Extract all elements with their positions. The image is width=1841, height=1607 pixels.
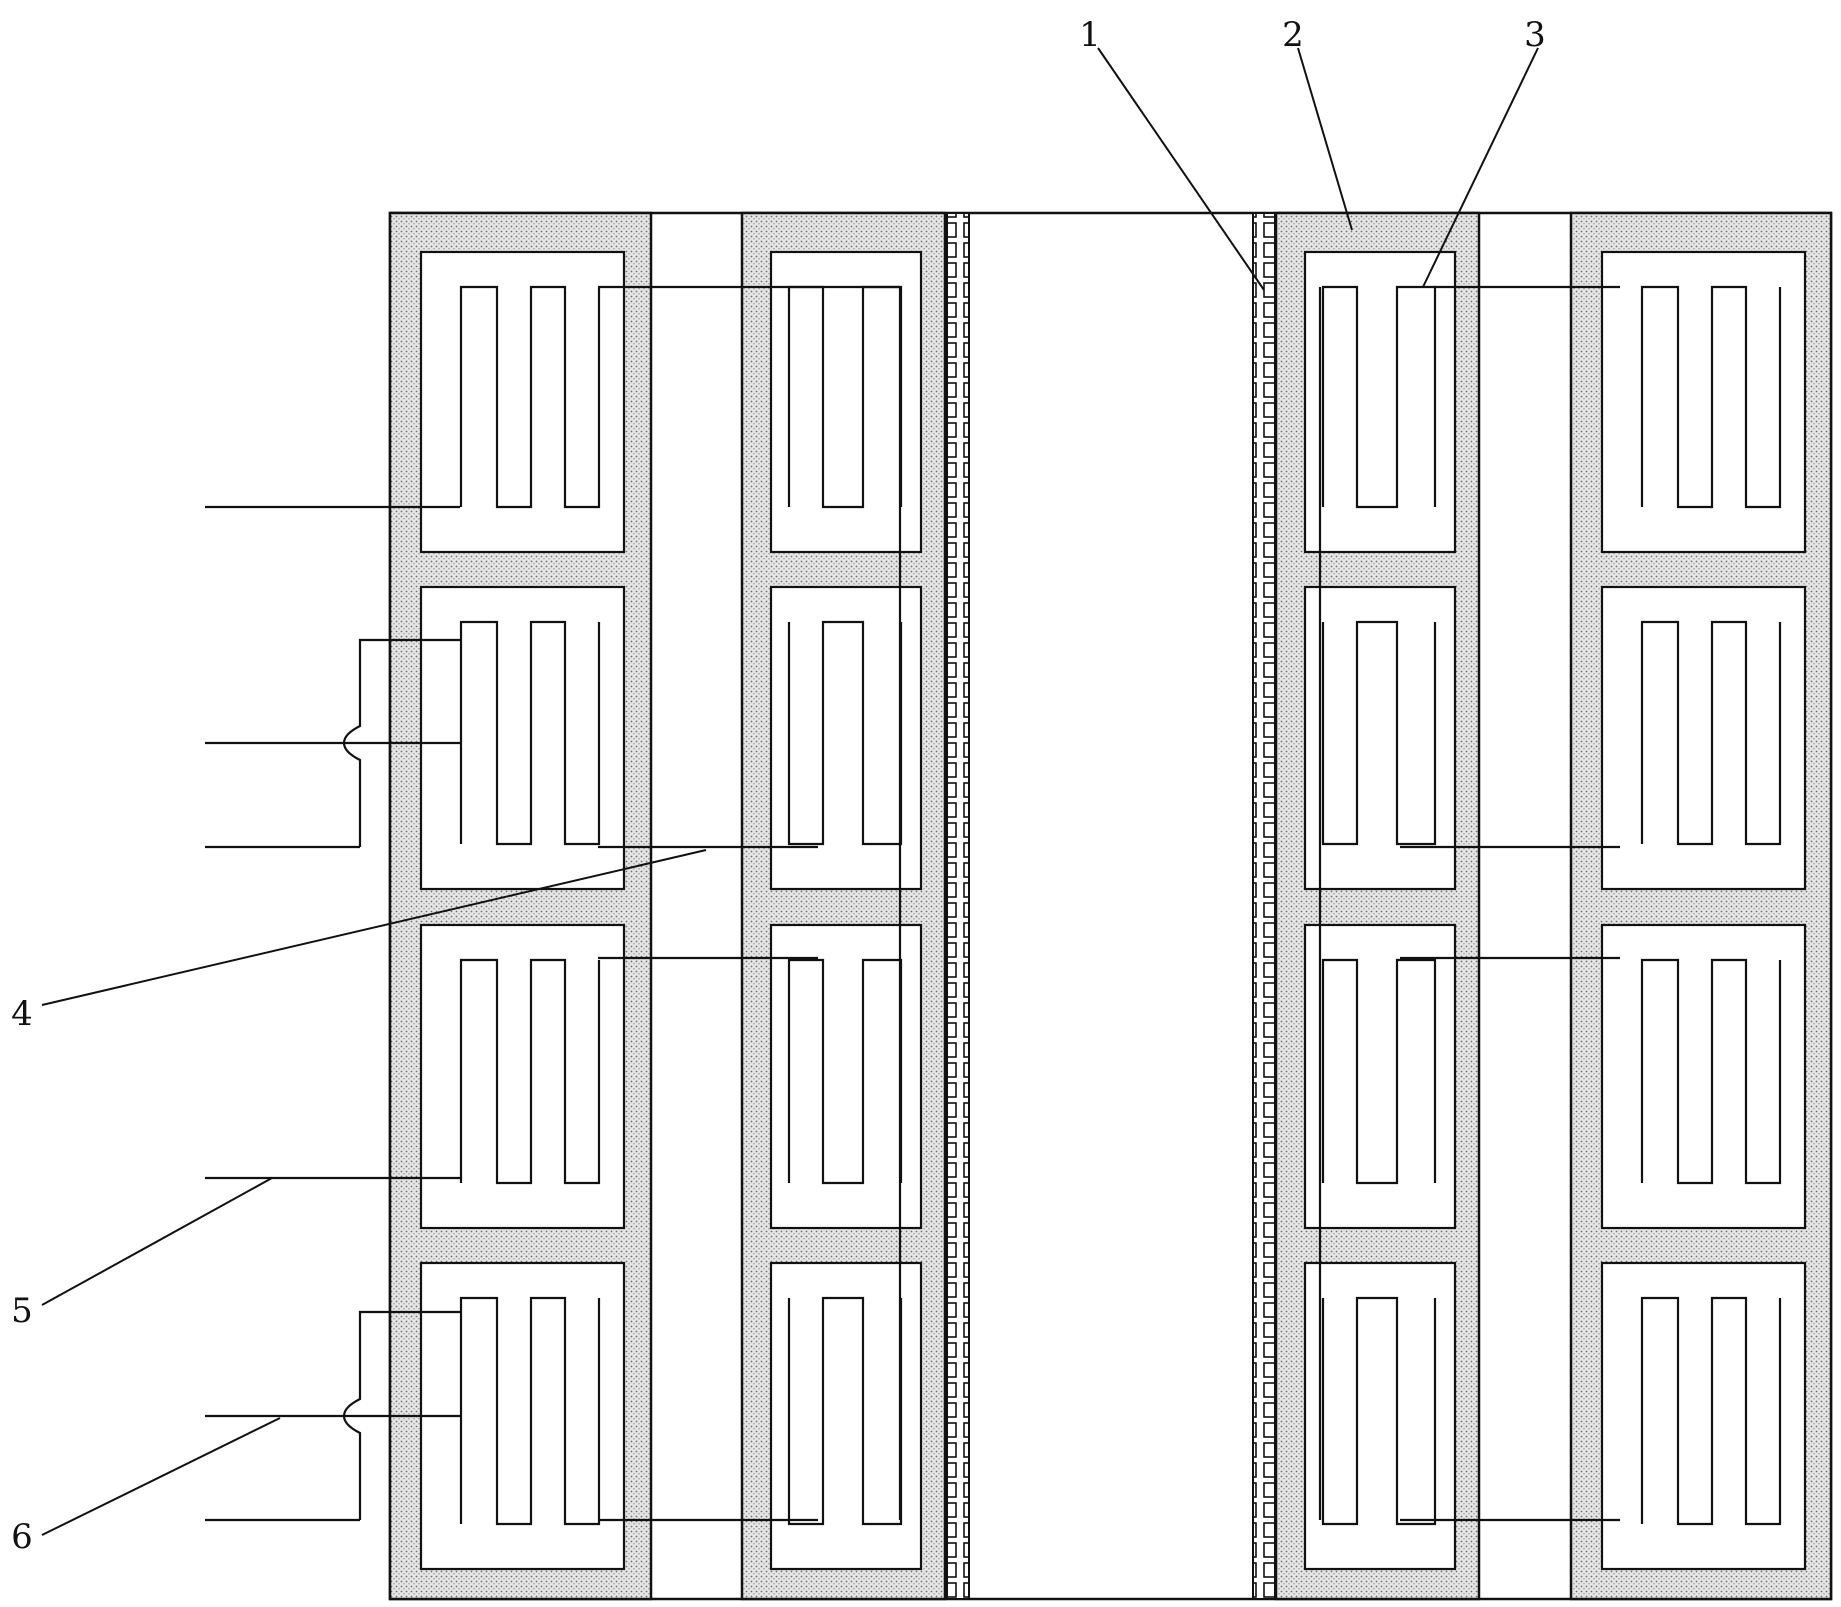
electrodes (459, 285, 1782, 1526)
electrode-u-r4-c2 (787, 1296, 903, 1526)
electrode-comb-r1-c4 (1640, 285, 1782, 509)
cell-r2-c3 (1303, 585, 1457, 891)
electrode-u-r2-c3 (1321, 620, 1437, 846)
electrode-comb-r1-c1 (459, 285, 601, 509)
leader-6 (41, 1417, 281, 1536)
cell-r4-c3 (1303, 1261, 1457, 1571)
cell-r4-c2 (769, 1261, 923, 1571)
cell-r2-c1 (419, 585, 626, 891)
electrode-u-r1-c3 (1321, 285, 1437, 509)
callout-3: 3 (1524, 15, 1546, 55)
crossover-lower (342, 1310, 460, 1520)
callout-6: 6 (11, 1517, 33, 1557)
callout-4: 4 (11, 994, 33, 1034)
leader-lines (41, 47, 1539, 1536)
cell-r1-c4 (1600, 250, 1807, 554)
ladder-strip-right (1252, 212, 1276, 1600)
cell-r2-c2 (769, 585, 923, 891)
leader-1 (1097, 47, 1265, 291)
leader-5 (41, 1177, 273, 1306)
electrode-comb-r4-c4 (1640, 1296, 1782, 1526)
cell-r2-c4 (1600, 585, 1807, 891)
callout-2: 2 (1282, 15, 1304, 55)
crossover-upper (342, 638, 460, 847)
leader-4 (41, 849, 707, 1006)
electrode-u-r3-c2 (787, 958, 903, 1185)
cell-r1-c3 (1303, 250, 1457, 554)
cell-r1-c1 (419, 250, 626, 554)
electrode-comb-r3-c4 (1640, 958, 1782, 1185)
callout-1: 1 (1079, 15, 1101, 55)
ladder-strip-left (946, 212, 970, 1600)
callout-5: 5 (11, 1291, 33, 1331)
electrode-u-r4-c3 (1321, 1296, 1437, 1526)
cell-r1-c2 (769, 250, 923, 554)
cell-r4-c4 (1600, 1261, 1807, 1571)
wires (205, 285, 1620, 1522)
leader-2 (1297, 47, 1353, 231)
electrode-comb-r3-c1 (459, 958, 601, 1185)
leader-3 (1422, 47, 1539, 288)
electrode-comb-r2-c4 (1640, 620, 1782, 846)
electrode-u-r3-c3 (1321, 958, 1437, 1185)
cells (419, 250, 1807, 1571)
callout-labels: 1 2 3 4 5 6 (11, 15, 1546, 1557)
electrode-comb-r4-c1 (459, 1296, 601, 1526)
cell-r3-c4 (1600, 923, 1807, 1230)
electrode-u-r2-c2 (787, 620, 903, 846)
cell-r3-c2 (769, 923, 923, 1230)
electrode-comb-r2-c1 (459, 620, 601, 846)
cell-r3-c3 (1303, 923, 1457, 1230)
